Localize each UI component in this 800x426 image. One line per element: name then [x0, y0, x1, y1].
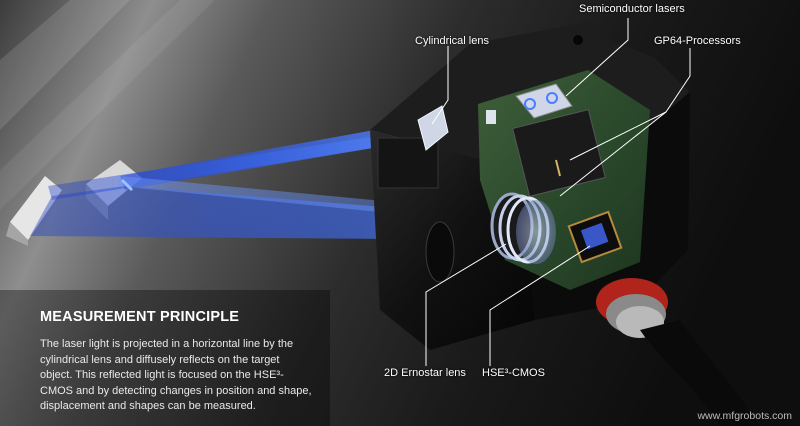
label-gp64-processors: GP64-Processors [654, 35, 741, 47]
hse-cmos-die [580, 222, 609, 250]
gp64-processor-chip [512, 108, 606, 198]
laser-pin [555, 159, 561, 177]
cylindrical-lens [417, 105, 449, 151]
callout-line-cylindrical-lens [431, 46, 449, 125]
callout-line-gp64-processors-branch [569, 111, 667, 161]
laser-lens-ring [546, 92, 558, 104]
background-stripe [0, 0, 130, 130]
label-cylindrical-lens: Cylindrical lens [415, 35, 489, 47]
lens-mount [486, 110, 496, 124]
target-object-front [10, 176, 62, 240]
background-stripe [0, 0, 215, 210]
ernostar-lens-assembly [490, 192, 556, 264]
laser-lens-ring [524, 98, 536, 110]
cable [640, 320, 760, 426]
laser-line-on-target [120, 178, 134, 192]
bottom-shadow [0, 290, 330, 426]
section-description: The laser light is projected in a horizo… [40, 338, 312, 412]
laser-beam-projected-lower [48, 128, 432, 200]
callout-line-semiconductor-lasers [565, 18, 629, 97]
target-object-front-side [6, 222, 28, 246]
callout-line-gp64-processors [559, 48, 691, 197]
label-hse-cmos: HSE³-CMOS [482, 367, 545, 379]
callout-line-hse-cmos [489, 245, 591, 366]
label-ernostar-lens: 2D Ernostar lens [384, 367, 466, 379]
section-title: MEASUREMENT PRINCIPLE [40, 309, 240, 325]
mounting-hole [573, 35, 583, 45]
label-semiconductor-lasers: Semiconductor lasers [579, 3, 685, 15]
callout-line-ernostar-lens [425, 243, 507, 366]
watermark: www.mfgrobots.com [697, 410, 792, 422]
lower-window [425, 221, 455, 283]
